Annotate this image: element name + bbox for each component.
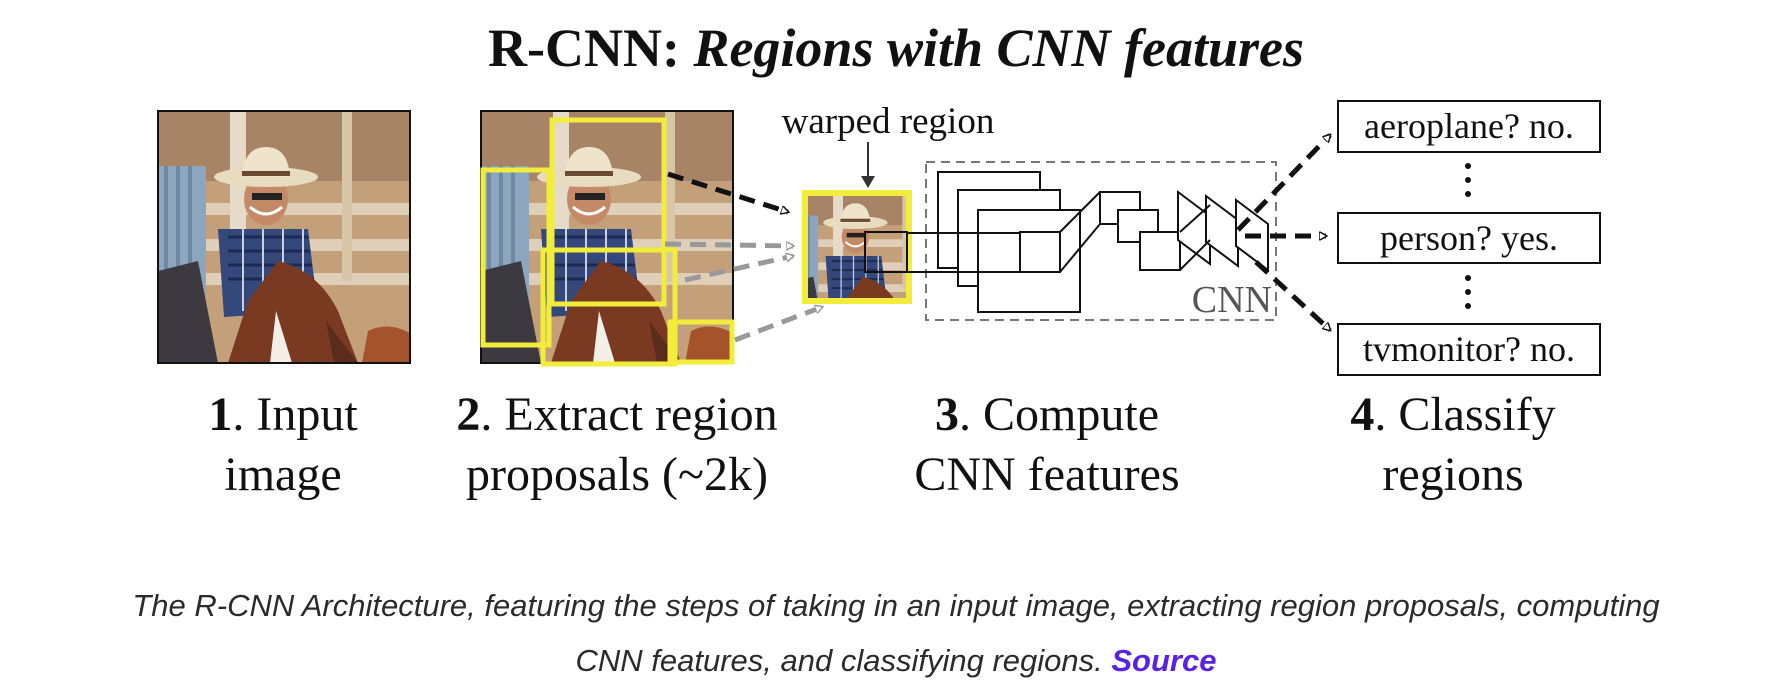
step-3-label: 3. Compute [935,388,1159,441]
rcnn-diagram: R-CNN: Regions with CNN features warped … [157,18,1601,501]
caption-line-1: The R-CNN Architecture, featuring the st… [132,588,1660,623]
proposal-arrow-black [667,171,788,212]
proposal-arrow-gray-3 [734,307,822,343]
warped-region-label: warped region [782,101,995,142]
warped-region-pointer-head [861,176,875,188]
class-box-tvmonitor: tvmonitor? no. [1337,323,1601,376]
warped-region-image [802,190,912,304]
step-1-label: 1. Input [208,388,358,441]
proposal-box-small [667,319,735,365]
class-label-person: person? yes. [1380,218,1558,258]
source-link[interactable]: Source [1111,643,1217,678]
proposal-box-left [480,167,552,348]
figure-caption: The R-CNN Architecture, featuring the st… [0,578,1792,688]
step-3-sublabel: CNN features [914,448,1179,501]
input-image [157,110,411,364]
class-box-person: person? yes. [1337,212,1601,264]
step-4-label: 4. Classify [1350,388,1555,441]
diagram-title: R-CNN: Regions with CNN features [488,18,1304,78]
class-arrow-tvmonitor [1254,260,1330,332]
vertical-ellipsis-icon [1465,275,1471,309]
step-2-label: 2. Extract region [456,388,777,441]
step-1-sublabel: image [224,448,341,501]
class-label-aeroplane: aeroplane? no. [1364,106,1574,146]
class-arrow-aeroplane [1236,135,1332,232]
cnn-network [907,171,1269,313]
step-2-sublabel: proposals (~2k) [466,448,768,501]
proposal-arrow-gray-1 [664,244,793,246]
step-4-sublabel: regions [1382,448,1523,501]
proposal-arrow-gray-2 [684,256,793,283]
proposal-box-person [549,117,667,307]
proposal-box-horse [540,247,678,367]
cnn-label: CNN [1192,279,1272,321]
region-proposals-image [480,110,735,367]
vertical-ellipsis-icon [1465,163,1471,197]
class-label-tvmonitor: tvmonitor? no. [1363,329,1575,369]
class-box-aeroplane: aeroplane? no. [1337,100,1601,153]
caption-line-2: CNN features, and classifying regions. [575,643,1112,678]
cnn-dashed-box [925,161,1277,321]
